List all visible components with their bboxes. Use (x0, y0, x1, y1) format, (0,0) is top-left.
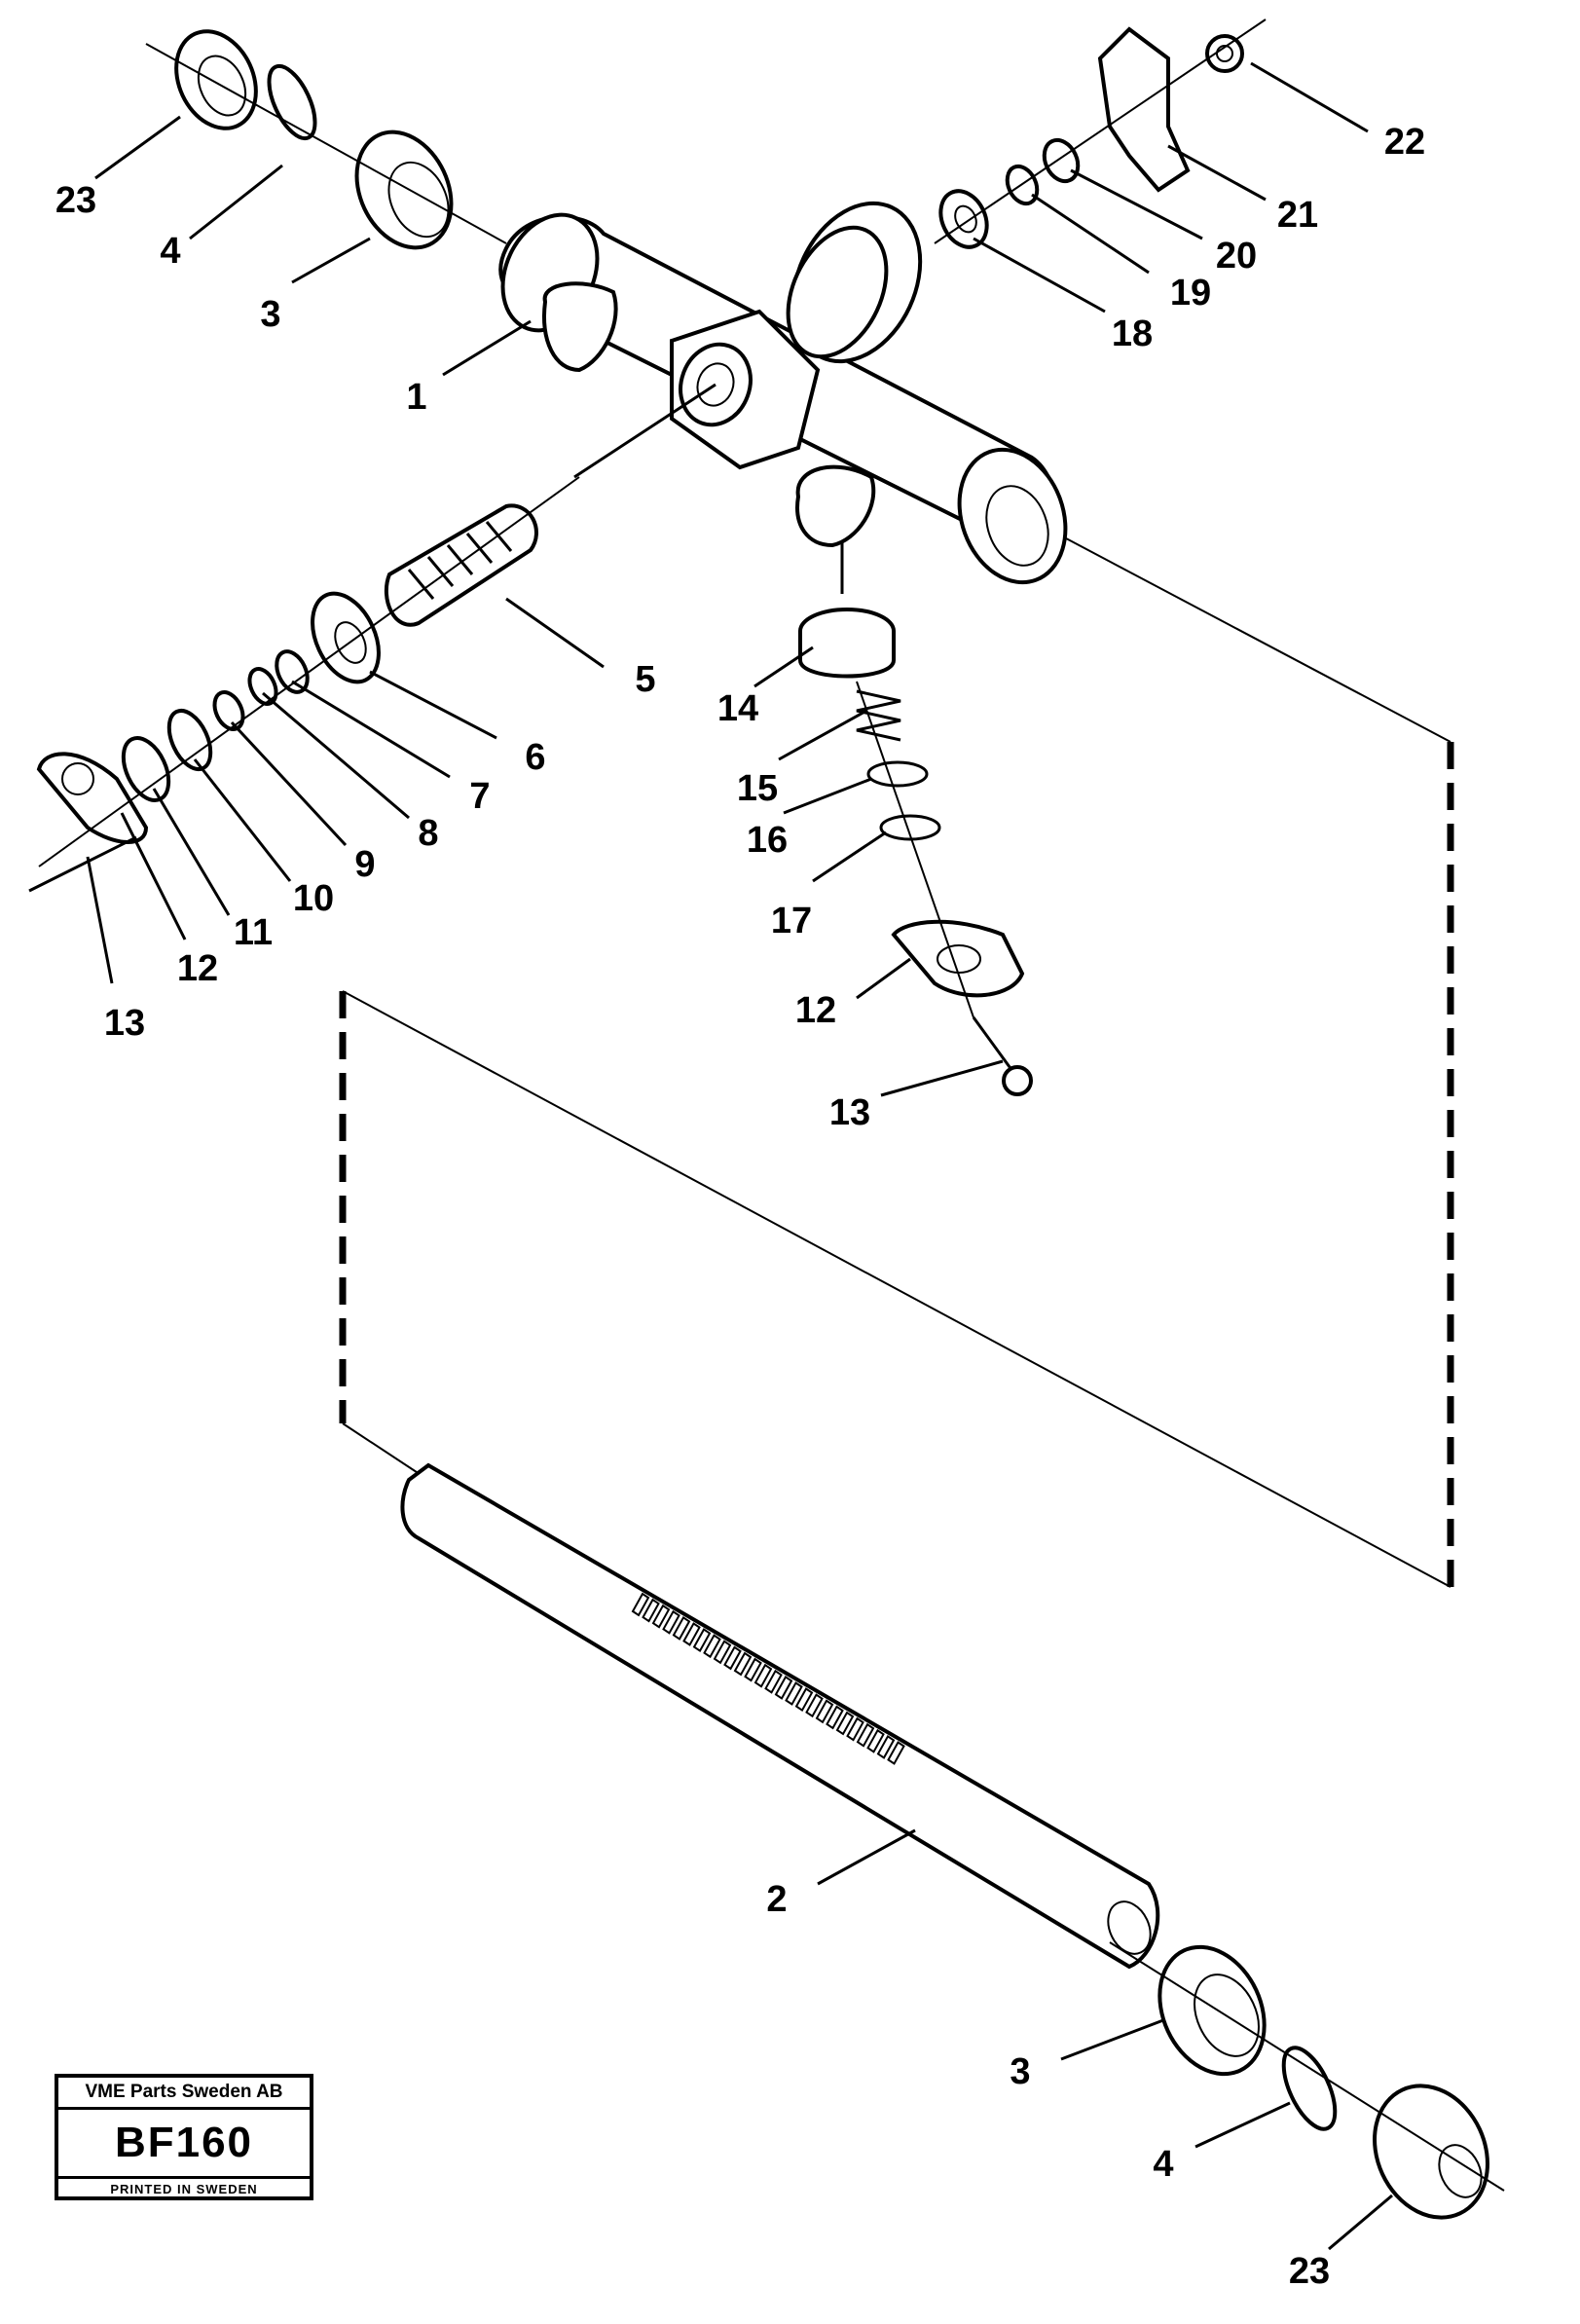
rack-teeth (631, 1592, 905, 1765)
top-left-end-hardware (145, 29, 507, 250)
pinion-assembly (28, 476, 580, 893)
callout-1: 1 (406, 377, 426, 418)
callout-12: 12 (177, 948, 218, 989)
callout-23: 23 (1289, 2251, 1330, 2292)
rack-tooth (805, 1693, 824, 1718)
callout-13: 13 (829, 1092, 870, 1133)
rack-tooth (733, 1651, 753, 1677)
callout-labels: 23 4 3 1 22 21 20 19 18 5 6 7 8 9 10 11 … (55, 122, 1425, 2292)
rack-tooth (764, 1669, 783, 1694)
rack-tooth (794, 1687, 814, 1713)
leader-lines (86, 61, 1393, 2251)
rack-tooth (785, 1681, 803, 1706)
rack-tooth (744, 1657, 762, 1682)
callout-5: 5 (635, 659, 655, 700)
rack-tooth (682, 1622, 701, 1646)
callout-12: 12 (795, 990, 836, 1031)
rack-tooth (846, 1716, 864, 1742)
callout-3: 3 (260, 294, 280, 335)
callout-3: 3 (1010, 2051, 1030, 2092)
damper-assembly (798, 608, 1033, 1096)
rack-tooth (692, 1628, 712, 1653)
callout-17: 17 (771, 901, 812, 941)
rack-tooth (703, 1634, 721, 1659)
callout-2: 2 (766, 1879, 787, 1920)
stamp-printed: PRINTED IN SWEDEN (110, 2182, 258, 2196)
callout-4: 4 (1153, 2144, 1173, 2185)
callout-20: 20 (1216, 236, 1257, 277)
rack-tooth (723, 1645, 742, 1671)
rack-tooth (876, 1734, 896, 1759)
rack-tooth (887, 1741, 905, 1765)
callout-15: 15 (737, 768, 778, 809)
callout-10: 10 (293, 878, 334, 919)
rack-tooth (662, 1609, 680, 1635)
rack-tooth (866, 1728, 885, 1753)
callout-9: 9 (354, 844, 375, 885)
rack-tooth (815, 1699, 834, 1724)
callout-4: 4 (160, 231, 180, 272)
rack-tooth (713, 1640, 732, 1665)
callout-11: 11 (234, 912, 273, 953)
right-end-hardware (934, 18, 1267, 249)
callout-22: 22 (1384, 122, 1425, 163)
callout-14: 14 (717, 688, 758, 729)
rack-tooth (672, 1615, 691, 1641)
drawing-stamp: VME Parts Sweden AB BF160 PRINTED IN SWE… (55, 2074, 313, 2200)
callout-6: 6 (525, 737, 545, 778)
callout-8: 8 (418, 813, 438, 854)
stamp-company: VME Parts Sweden AB (58, 2078, 310, 2110)
rack-tooth (642, 1598, 660, 1623)
steering-rack (400, 1462, 1160, 1970)
rack-tooth (631, 1592, 650, 1617)
callout-23: 23 (55, 180, 96, 221)
bottom-end-hardware (1109, 1941, 1505, 2220)
callout-13: 13 (104, 1003, 145, 1044)
callout-18: 18 (1112, 314, 1153, 354)
callout-21: 21 (1277, 195, 1318, 236)
callout-19: 19 (1170, 273, 1211, 314)
stamp-code: BF160 (58, 2110, 310, 2179)
rack-tooth (826, 1705, 844, 1730)
rack-tooth (753, 1663, 773, 1688)
rack-tooth (651, 1604, 671, 1629)
rack-tooth (856, 1722, 875, 1748)
steering-housing (498, 201, 1068, 594)
rack-tooth (835, 1711, 855, 1736)
assembly-outline (339, 530, 1454, 1588)
callout-7: 7 (469, 776, 490, 817)
rack-tooth (774, 1675, 793, 1700)
callout-16: 16 (747, 820, 788, 861)
